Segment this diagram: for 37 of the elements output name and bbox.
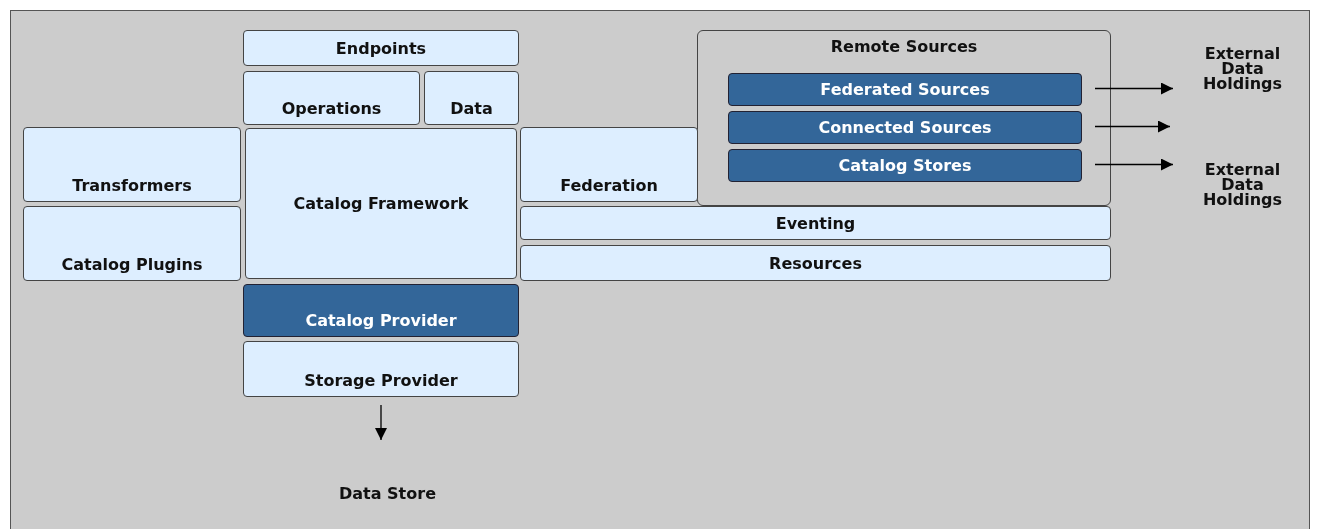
component-box [728,73,1082,106]
component-label: Endpoints [335,38,427,58]
text-label: External Data Holdings [1185,40,1300,96]
arrow [1094,82,1174,95]
component-label: Catalog Stores [838,156,972,175]
component-label: Operations [281,99,382,118]
component-box [23,206,241,281]
component-box [245,128,517,279]
arrow [1094,158,1174,171]
component-box [728,149,1082,182]
component-label: Catalog Framework [293,194,469,213]
component-label: Transformers [72,176,192,195]
component-box [243,71,420,125]
component-label: Resources [769,253,862,273]
component-label: Catalog Plugins [61,255,203,274]
component-box [23,127,241,202]
component-box [520,206,1111,240]
component-box [728,111,1082,144]
component-box [243,30,519,66]
component-label: Eventing [775,213,856,233]
component-label: Federated Sources [820,80,990,99]
component-box [520,245,1111,281]
component-box [243,341,519,397]
text-label: External Data Holdings [1185,156,1300,212]
arrow [1094,120,1171,133]
arrow [375,404,387,441]
component-label: Catalog Provider [305,311,457,330]
component-label: Federation [560,176,658,195]
text-label: Data Store [320,478,455,508]
component-label: Storage Provider [304,371,458,390]
component-label: Data [450,99,493,118]
component-box [243,284,519,337]
group-box [697,30,1111,206]
component-label: Connected Sources [818,118,992,137]
group-title: Remote Sources [830,37,978,56]
component-box [520,127,698,202]
component-box [424,71,519,125]
